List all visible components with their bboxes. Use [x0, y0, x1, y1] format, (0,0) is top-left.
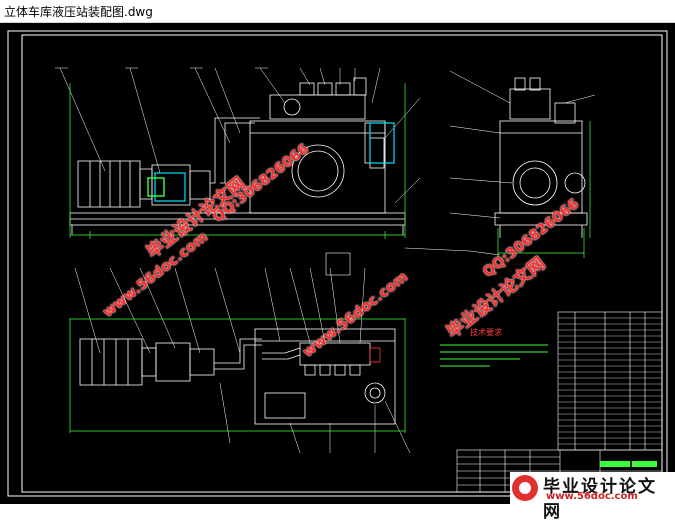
parts-list-rows: [558, 317, 662, 445]
parts-list-table: [557, 311, 663, 451]
side-view: [449, 70, 596, 238]
drawing-canvas[interactable]: 技术要求 www.56doc.com www.56doc.com QQ:3068…: [0, 23, 675, 504]
cad-drawing: [7, 30, 668, 497]
outer-frame: [7, 30, 668, 497]
technical-requirements-title: 技术要求: [470, 328, 502, 337]
side-dimensions: [497, 121, 591, 258]
inner-frame: [21, 34, 663, 493]
top-view: [74, 267, 411, 454]
tech-requirement-lines: [440, 344, 548, 367]
front-view: [55, 67, 421, 235]
site-logo: 毕业设计论文网 www.56doc.com: [510, 472, 675, 522]
title-block-green: [600, 461, 657, 467]
top-dimensions: [69, 318, 406, 433]
window-title: 立体车库液压站装配图.dwg: [4, 5, 153, 19]
logo-circle-icon: [512, 475, 538, 501]
front-dimensions: [69, 83, 406, 239]
title-bar: 立体车库液压站装配图.dwg: [0, 0, 675, 23]
logo-url-text: www.56doc.com: [546, 491, 638, 502]
highlight-parts: [154, 122, 395, 202]
